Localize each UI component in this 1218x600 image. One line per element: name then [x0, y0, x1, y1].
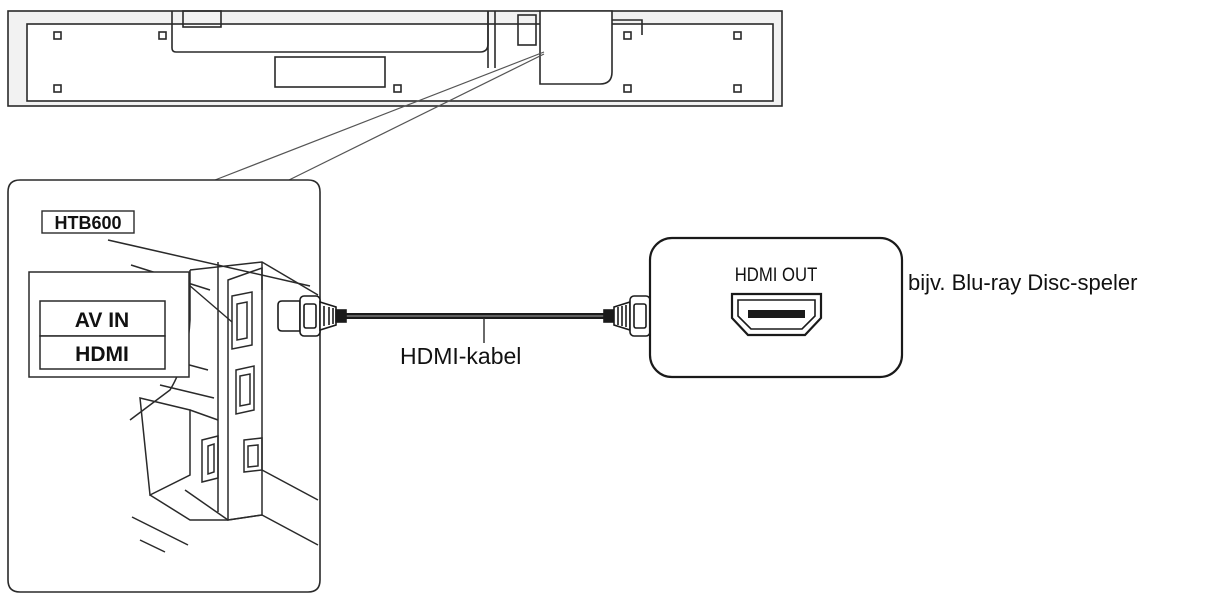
zoom-line-right — [288, 53, 545, 181]
model-label: HTB600 — [54, 213, 121, 233]
mount-hole — [158, 31, 167, 40]
hdmi-port-2 — [235, 365, 255, 415]
small-jack — [201, 435, 219, 483]
mount-hole — [623, 31, 632, 40]
port-label-line1: AV IN — [75, 309, 129, 332]
bluray-player: HDMI OUT bijv. Blu-ray Disc-speler — [648, 236, 1137, 379]
mount-hole — [733, 31, 742, 40]
label-line2-box — [39, 335, 166, 370]
soundbar-unit — [7, 10, 783, 107]
hdmi-cable: HDMI-kabel — [277, 295, 673, 369]
soundbar-small-port — [517, 14, 537, 46]
av-in-hdmi-label: AV IN HDMI — [28, 271, 233, 378]
side-block — [139, 397, 191, 497]
soundbar-panel-edge — [612, 19, 643, 35]
mount-hole — [53, 84, 62, 93]
mount-hole — [393, 84, 402, 93]
mount-hole — [623, 84, 632, 93]
label-leader-line — [188, 284, 233, 323]
soundbar-connector-panel — [539, 10, 613, 85]
model-label-box — [41, 210, 135, 234]
label-line1-box — [39, 300, 166, 337]
zoom-callout-lines — [214, 51, 545, 181]
zoom-line-left — [214, 51, 545, 181]
cable-plug-left — [277, 295, 347, 337]
detail-inset: HTB600 — [7, 179, 321, 593]
hdmi-out-port — [730, 292, 823, 337]
mount-hole — [53, 31, 62, 40]
player-caption: bijv. Blu-ray Disc-speler — [908, 270, 1137, 295]
soundbar-inner-panel — [26, 23, 774, 102]
hdmi-out-pins — [748, 310, 805, 318]
soundbar-top-slot — [182, 10, 222, 28]
hdmi-in-port — [231, 291, 253, 350]
player-port-label: HDMI OUT — [735, 264, 818, 285]
cable-label: HDMI-kabel — [400, 343, 521, 369]
soundbar-label-plate — [274, 56, 386, 88]
port-label-line2: HDMI — [75, 343, 129, 366]
mount-hole — [733, 84, 742, 93]
rear-panel-drawing — [107, 239, 319, 553]
